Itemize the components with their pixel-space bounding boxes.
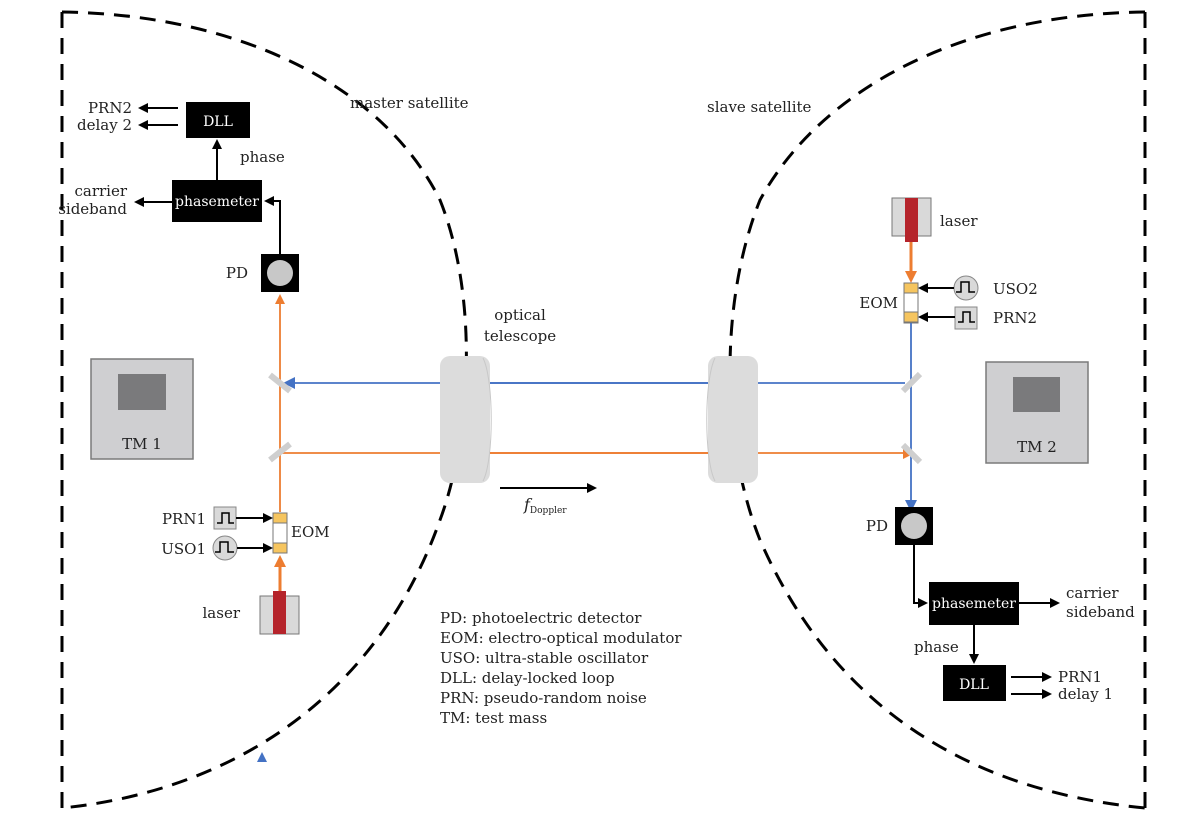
- master-prn-label: PRN1: [162, 510, 206, 528]
- slave-output-sideband: sideband: [1066, 603, 1135, 621]
- legend-item: USO: ultra-stable oscillator: [440, 649, 649, 667]
- slave-pd-detector-icon: [901, 513, 927, 539]
- master-pd-signal-arrow: [264, 196, 281, 255]
- legend-item: PRN: pseudo-random noise: [440, 689, 647, 707]
- master-eom-bottom-crystal: [272, 542, 288, 554]
- slave-telescope: [706, 356, 758, 483]
- slave-eom-label: EOM: [859, 294, 898, 312]
- master-mirror-upper: [268, 372, 292, 394]
- slave-mirror-upper: [900, 371, 923, 394]
- master-eom-label: EOM: [291, 523, 330, 541]
- master-phasemeter-label: phasemeter: [175, 194, 259, 210]
- slave-test-mass-core: [1013, 377, 1060, 412]
- master-uso-oscillator: [212, 535, 238, 561]
- slave-satellite-title: slave satellite: [707, 98, 812, 116]
- master-dll-output-prn: PRN2: [88, 99, 132, 117]
- slave-dll-output-prn: PRN1: [1058, 668, 1102, 686]
- master-laser-rod: [273, 591, 286, 634]
- slave-pd-signal-arrow: [913, 545, 928, 608]
- legend-item: EOM: electro-optical modulator: [440, 629, 682, 647]
- doppler-subscript: Doppler: [530, 506, 567, 516]
- slave-dll-label: DLL: [959, 677, 989, 693]
- slave-phasemeter-label: phasemeter: [932, 596, 1016, 612]
- telescope-label-line1: optical: [494, 306, 546, 324]
- slave-phasemeter-box: [929, 582, 1019, 625]
- doppler-label: fDoppler: [523, 495, 567, 516]
- slave-pd-label: PD: [866, 517, 888, 535]
- master-test-mass-core: [118, 374, 166, 410]
- slave-dll-box: [943, 665, 1006, 701]
- master-dll-box: [186, 102, 250, 138]
- slave-phase-label: phase: [914, 638, 959, 656]
- doppler-symbol: f: [523, 495, 533, 514]
- slave-eom-bottom-crystal: [903, 311, 919, 323]
- master-telescope: [440, 356, 492, 483]
- slave-uso-pulse-icon: [956, 281, 975, 293]
- slave-dll-output-delay: delay 1: [1058, 685, 1113, 703]
- legend-item: TM: test mass: [440, 709, 547, 727]
- slave-output-carrier: carrier: [1066, 584, 1119, 602]
- legend-item: DLL: delay-locked loop: [440, 669, 615, 687]
- slave-mirror-lower: [900, 442, 923, 465]
- master-output-carrier: carrier: [74, 182, 127, 200]
- master-satellite-title: master satellite: [350, 94, 469, 112]
- master-uso-pulse-icon: [215, 541, 234, 553]
- slave-prn-generator: [954, 306, 978, 330]
- slave-uso-label: USO2: [993, 280, 1038, 298]
- legend: PD: photoelectric detector EOM: electro-…: [440, 609, 682, 727]
- master-phase-label: phase: [240, 148, 285, 166]
- legend-item: PD: photoelectric detector: [440, 609, 642, 627]
- master-laser-label: laser: [203, 604, 241, 622]
- slave-laser-label: laser: [940, 212, 978, 230]
- slave-laser-rod: [905, 198, 918, 242]
- slave-uso-oscillator: [953, 275, 979, 301]
- master-uso-label: USO1: [161, 540, 206, 558]
- master-prn-pulse-icon: [217, 512, 234, 524]
- master-pd-detector-icon: [267, 260, 293, 286]
- master-dll-label: DLL: [203, 114, 233, 130]
- master-test-mass-label: TM 1: [122, 435, 162, 453]
- master-eom-top-crystal: [272, 512, 288, 524]
- master-prn-generator: [213, 506, 237, 530]
- slave-prn-label: PRN2: [993, 309, 1037, 327]
- master-mirror-lower: [268, 441, 292, 463]
- slave-eom-top-crystal: [903, 282, 919, 294]
- master-dll-output-delay: delay 2: [77, 116, 132, 134]
- slave-prn-pulse-icon: [958, 311, 975, 323]
- telescope-label-line2: telescope: [484, 327, 556, 345]
- slave-test-mass-label: TM 2: [1017, 438, 1057, 456]
- stray-blue-marker: [257, 752, 267, 762]
- master-pd-label: PD: [226, 264, 248, 282]
- master-phasemeter-box: [172, 180, 262, 222]
- master-output-sideband: sideband: [58, 200, 127, 218]
